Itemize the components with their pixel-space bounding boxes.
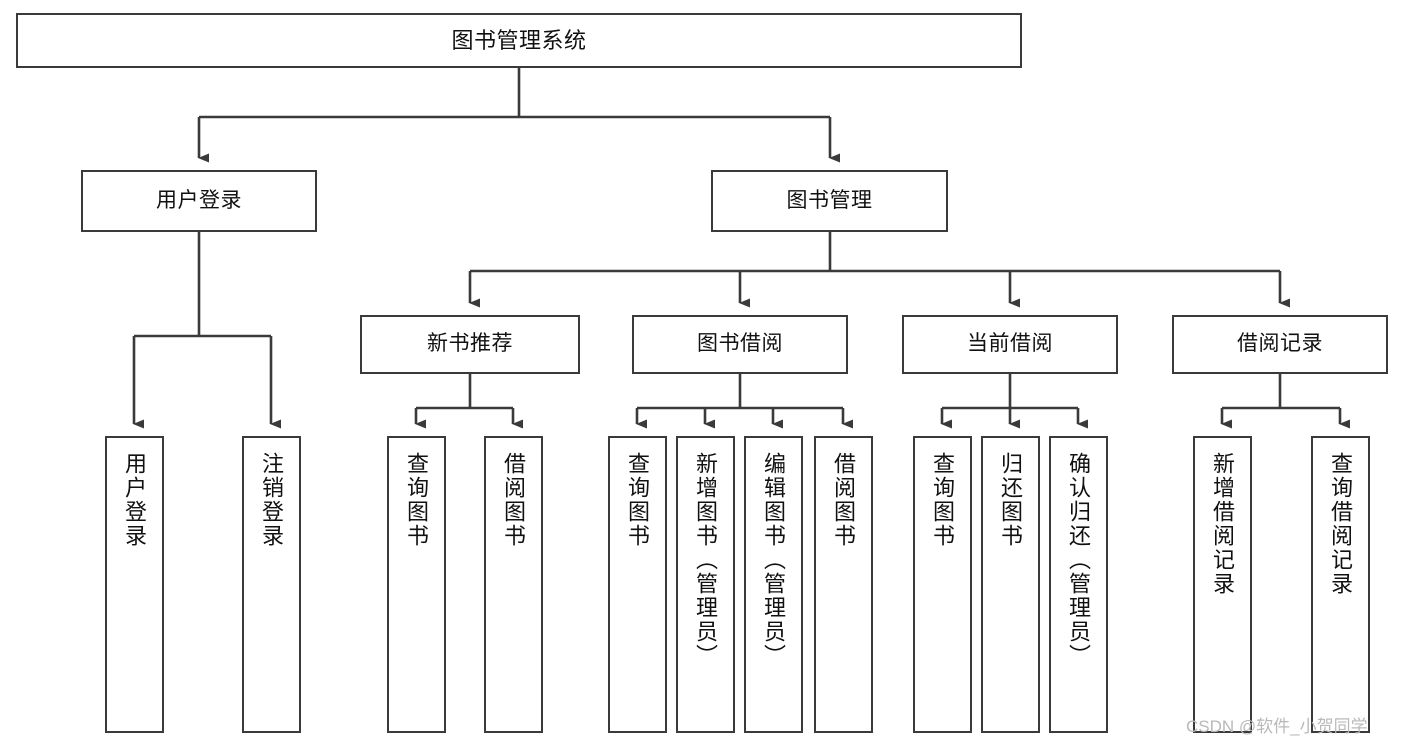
leaf-book-borrow-query-book[interactable]: 查询图书 <box>608 436 667 733</box>
node-label: 新增图书（管理员） <box>693 452 719 668</box>
leaf-current-borrow-query-book[interactable]: 查询图书 <box>913 436 972 733</box>
node-book-management[interactable]: 图书管理 <box>711 170 948 232</box>
node-label: 查询图书 <box>930 452 956 548</box>
node-label: 图书管理 <box>786 188 873 212</box>
leaf-new-book-query-book[interactable]: 查询图书 <box>387 436 446 733</box>
node-label: 新增借阅记录 <box>1210 452 1236 596</box>
leaf-borrow-record-query-record[interactable]: 查询借阅记录 <box>1311 436 1370 733</box>
node-current-borrow[interactable]: 当前借阅 <box>902 315 1118 374</box>
node-label: 图书借阅 <box>697 332 783 356</box>
node-label: 图书管理系统 <box>451 27 587 53</box>
node-label: 编辑图书（管理员） <box>761 452 787 668</box>
leaf-book-borrow-edit-book-admin[interactable]: 编辑图书（管理员） <box>744 436 803 733</box>
leaf-book-borrow-add-book-admin[interactable]: 新增图书（管理员） <box>676 436 735 733</box>
node-label: 借阅图书 <box>501 452 527 548</box>
node-book-borrow[interactable]: 图书借阅 <box>632 315 848 374</box>
node-label: 查询借阅记录 <box>1328 452 1354 596</box>
csdn-watermark: CSDN @软件_小贺同学 <box>1186 717 1368 736</box>
node-root-book-management-system[interactable]: 图书管理系统 <box>16 13 1022 68</box>
node-label: 注销登录 <box>259 452 285 548</box>
node-label: 用户登录 <box>122 452 148 548</box>
node-label: 用户登录 <box>156 188 242 212</box>
leaf-current-borrow-return-book[interactable]: 归还图书 <box>981 436 1040 733</box>
node-new-book-recommend[interactable]: 新书推荐 <box>360 315 580 374</box>
leaf-new-book-borrow-book[interactable]: 借阅图书 <box>484 436 543 733</box>
node-borrow-record[interactable]: 借阅记录 <box>1172 315 1388 374</box>
node-label: 借阅图书 <box>831 452 857 548</box>
node-label: 归还图书 <box>998 452 1024 548</box>
leaf-borrow-record-add-record[interactable]: 新增借阅记录 <box>1193 436 1252 733</box>
node-label: 当前借阅 <box>967 332 1053 356</box>
node-label: 新书推荐 <box>427 332 513 356</box>
node-label: 查询图书 <box>625 452 651 548</box>
node-label: 确认归还（管理员） <box>1066 452 1092 668</box>
node-user-login[interactable]: 用户登录 <box>81 170 317 232</box>
leaf-current-borrow-confirm-return-admin[interactable]: 确认归还（管理员） <box>1049 436 1108 733</box>
leaf-user-login-logout[interactable]: 注销登录 <box>242 436 301 733</box>
node-label: 借阅记录 <box>1237 332 1323 356</box>
leaf-book-borrow-borrow-book[interactable]: 借阅图书 <box>814 436 873 733</box>
leaf-user-login-login[interactable]: 用户登录 <box>105 436 164 733</box>
node-label: 查询图书 <box>404 452 430 548</box>
